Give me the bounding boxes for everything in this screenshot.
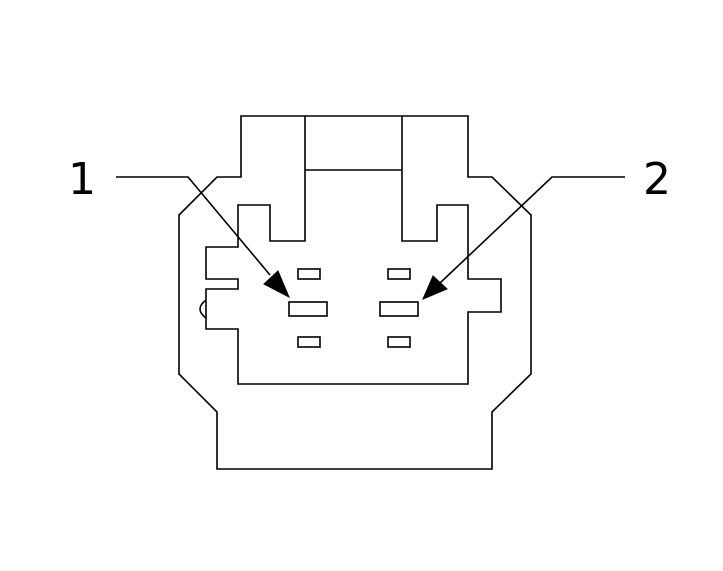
terminal-cavity-bottom-left — [297, 336, 321, 348]
locking-latch — [205, 116, 502, 385]
callout-1-arrowhead — [263, 270, 291, 299]
callout-2-label: 2 — [643, 154, 671, 205]
callout-1-label: 1 — [68, 154, 96, 205]
connector-housing-outline — [178, 115, 532, 470]
terminal-cavity-bottom-right — [387, 336, 411, 348]
callout-1-leader — [116, 176, 271, 276]
terminal-2-cavity — [379, 301, 419, 317]
keying-notch — [199, 299, 207, 319]
callout-2-arrowhead — [422, 275, 448, 300]
terminal-cavity-top-left — [297, 268, 321, 280]
terminal-cavity-top-right — [387, 268, 411, 280]
callout-2-leader — [439, 176, 625, 284]
terminal-1-cavity — [288, 301, 328, 317]
